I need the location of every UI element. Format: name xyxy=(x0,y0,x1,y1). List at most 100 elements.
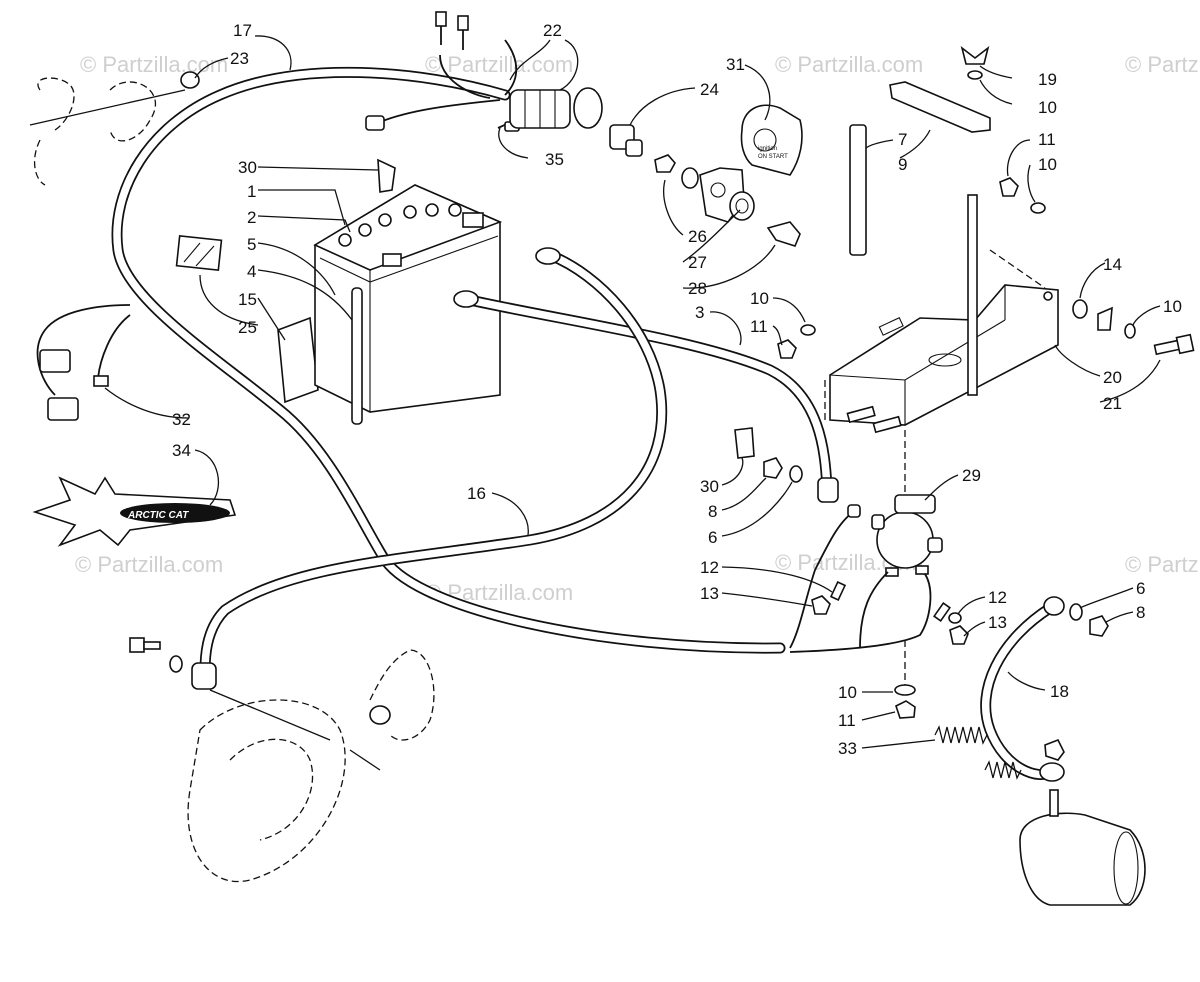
callout-16: 16 xyxy=(467,484,486,503)
springs xyxy=(934,725,1022,780)
terminal-boot xyxy=(377,158,396,193)
nut xyxy=(895,700,916,719)
callout-7: 7 xyxy=(898,130,907,149)
callout-12: 12 xyxy=(988,588,1007,607)
label-card-line2: ON START xyxy=(758,154,788,160)
callout-10: 10 xyxy=(750,289,769,308)
callout-6: 6 xyxy=(1136,579,1145,598)
washer xyxy=(894,684,916,696)
callout-14: 14 xyxy=(1103,255,1122,274)
label-card-line1: ignition xyxy=(758,146,777,152)
watermark: © Partzilla.com xyxy=(75,552,223,577)
callout-20: 20 xyxy=(1103,368,1122,387)
callout-33: 33 xyxy=(838,739,857,758)
callout-28: 28 xyxy=(688,279,707,298)
wing-nut xyxy=(960,45,990,65)
callout-29: 29 xyxy=(962,466,981,485)
terminal-boot xyxy=(734,427,755,459)
callout-27: 27 xyxy=(688,253,707,272)
callout-6: 6 xyxy=(708,528,717,547)
callout-8: 8 xyxy=(708,502,717,521)
watermark: © Partzilla.com xyxy=(1125,552,1200,577)
callout-15: 15 xyxy=(238,290,257,309)
callout-18: 18 xyxy=(1050,682,1069,701)
callout-3: 3 xyxy=(695,303,704,322)
logo-text: ARCTIC CAT xyxy=(127,510,189,521)
spade-terminal xyxy=(933,602,951,622)
nut xyxy=(949,625,969,645)
callout-2: 2 xyxy=(247,208,256,227)
solenoid-lead xyxy=(789,509,857,649)
callout-22: 22 xyxy=(543,21,562,40)
callout-11: 11 xyxy=(838,711,856,730)
ignition-switch xyxy=(509,87,643,157)
leader-lines xyxy=(104,35,1161,749)
callout-13: 13 xyxy=(700,584,719,603)
callout-21: 21 xyxy=(1103,394,1122,413)
grommet xyxy=(1072,299,1088,319)
callout-4: 4 xyxy=(247,262,256,281)
callout-34: 34 xyxy=(172,441,191,460)
callout-35: 35 xyxy=(545,150,564,169)
watermark: © Partzilla.com xyxy=(1125,52,1200,77)
washer xyxy=(967,70,983,80)
callout-9: 9 xyxy=(898,155,907,174)
callout-10: 10 xyxy=(1163,297,1182,316)
bushing xyxy=(1097,306,1113,331)
callout-23: 23 xyxy=(230,49,249,68)
vent-tube xyxy=(351,287,363,425)
strap xyxy=(849,124,867,256)
mounting-stud xyxy=(967,194,978,396)
callout-32: 32 xyxy=(172,410,191,429)
starter-motor xyxy=(1019,738,1146,906)
chassis-outline xyxy=(187,649,435,883)
washer xyxy=(948,612,962,624)
battery-insulator xyxy=(277,316,319,404)
washer xyxy=(1124,323,1136,339)
callout-8: 8 xyxy=(1136,603,1145,622)
starter-cable xyxy=(980,596,1065,782)
watermark: © Partzilla.com xyxy=(425,52,573,77)
washer xyxy=(1069,603,1083,621)
callout-24: 24 xyxy=(700,80,719,99)
callout-13: 13 xyxy=(988,613,1007,632)
callout-11: 11 xyxy=(750,317,768,336)
callout-17: 17 xyxy=(233,21,252,40)
callout-11: 11 xyxy=(1038,130,1056,149)
callout-10: 10 xyxy=(1038,155,1057,174)
washer xyxy=(1030,202,1046,214)
nut xyxy=(999,177,1019,197)
callout-19: 19 xyxy=(1038,70,1057,89)
callout-5: 5 xyxy=(247,235,256,254)
handlebar-switch xyxy=(29,71,200,186)
watermark: © Partzilla.com xyxy=(80,52,228,77)
watermark: © Partzilla.com xyxy=(775,52,923,77)
nut xyxy=(811,595,831,615)
callout-31: 31 xyxy=(726,55,745,74)
washer xyxy=(800,324,816,336)
callout-numbers: 17 23 22 31 24 19 10 7 9 11 10 30 1 2 5 … xyxy=(172,21,1182,758)
callout-30: 30 xyxy=(700,477,719,496)
spade-terminal xyxy=(829,580,847,602)
negative-cable xyxy=(191,247,668,690)
callout-30: 30 xyxy=(238,158,257,177)
callout-10: 10 xyxy=(1038,98,1057,117)
ground-bolt xyxy=(129,637,183,673)
nut xyxy=(1089,615,1109,637)
callout-1: 1 xyxy=(247,182,256,201)
solenoid-bracket xyxy=(829,284,1059,434)
switch-hardware xyxy=(654,154,801,247)
bolt xyxy=(1153,333,1195,356)
callout-25: 25 xyxy=(238,318,257,337)
callout-26: 26 xyxy=(688,227,707,246)
positive-cable xyxy=(453,290,839,503)
washer xyxy=(789,465,803,483)
callout-10: 10 xyxy=(838,683,857,702)
nut xyxy=(763,457,783,479)
wiring-harness xyxy=(36,11,786,654)
ignition-label-card: ignition ON START xyxy=(740,104,803,176)
decal xyxy=(175,235,223,271)
callout-12: 12 xyxy=(700,558,719,577)
